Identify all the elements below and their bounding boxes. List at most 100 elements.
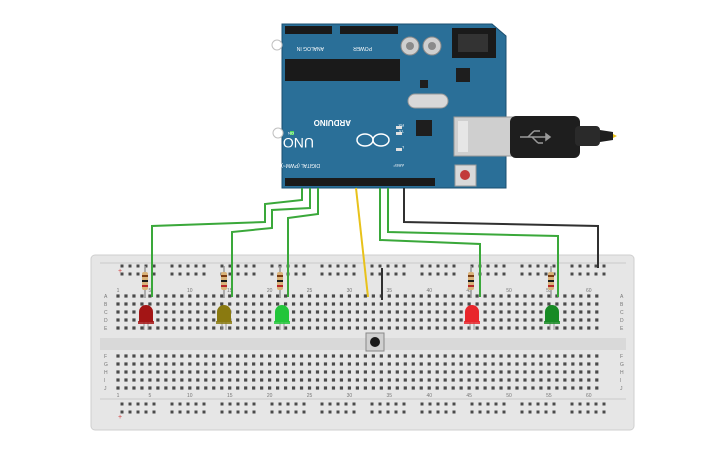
rail-hole[interactable]	[336, 264, 340, 268]
rail-hole[interactable]	[502, 410, 506, 414]
rail-hole[interactable]	[244, 402, 248, 406]
breadboard-hole[interactable]	[268, 386, 272, 390]
breadboard-hole[interactable]	[323, 326, 328, 330]
rail-hole[interactable]	[386, 264, 390, 268]
rail-hole[interactable]	[136, 402, 140, 406]
breadboard-hole[interactable]	[579, 302, 583, 306]
rail-hole[interactable]	[236, 402, 240, 406]
breadboard-hole[interactable]	[419, 318, 423, 322]
breadboard-hole[interactable]	[276, 354, 280, 358]
breadboard-hole[interactable]	[483, 318, 487, 322]
breadboard-hole[interactable]	[260, 386, 264, 390]
rail-hole[interactable]	[286, 402, 290, 406]
breadboard-hole[interactable]	[244, 370, 248, 374]
breadboard-hole[interactable]	[164, 326, 168, 330]
breadboard-hole[interactable]	[491, 310, 495, 314]
breadboard-hole[interactable]	[355, 310, 359, 314]
breadboard-hole[interactable]	[204, 370, 208, 374]
breadboard-hole[interactable]	[579, 378, 583, 382]
breadboard-hole[interactable]	[363, 370, 367, 374]
rail-hole[interactable]	[594, 272, 598, 276]
breadboard-hole[interactable]	[307, 318, 312, 322]
rail-hole[interactable]	[178, 402, 182, 406]
breadboard-hole[interactable]	[148, 386, 152, 390]
breadboard-hole[interactable]	[196, 318, 200, 322]
rail-hole[interactable]	[536, 402, 540, 406]
rail-hole[interactable]	[552, 264, 556, 268]
breadboard-hole[interactable]	[252, 326, 256, 330]
rail-hole[interactable]	[344, 272, 348, 276]
breadboard-hole[interactable]	[291, 370, 296, 374]
breadboard-hole[interactable]	[371, 378, 375, 382]
rail-hole[interactable]	[594, 410, 598, 414]
breadboard-hole[interactable]	[475, 370, 479, 374]
breadboard-hole[interactable]	[451, 354, 455, 358]
rail-hole[interactable]	[244, 272, 248, 276]
breadboard-hole[interactable]	[244, 378, 248, 382]
rail-hole[interactable]	[386, 272, 390, 276]
breadboard-hole[interactable]	[196, 378, 200, 382]
breadboard-hole[interactable]	[451, 370, 455, 374]
breadboard-hole[interactable]	[571, 370, 575, 374]
breadboard-hole[interactable]	[595, 318, 599, 322]
breadboard-hole[interactable]	[419, 370, 423, 374]
breadboard-hole[interactable]	[260, 354, 264, 358]
breadboard-hole[interactable]	[252, 294, 256, 298]
breadboard-hole[interactable]	[252, 378, 256, 382]
rail-hole[interactable]	[178, 272, 182, 276]
rail-hole[interactable]	[186, 410, 190, 414]
rail-hole[interactable]	[502, 272, 506, 276]
breadboard-hole[interactable]	[403, 294, 407, 298]
breadboard-hole[interactable]	[268, 378, 272, 382]
rail-hole[interactable]	[452, 410, 456, 414]
breadboard-hole[interactable]	[499, 370, 503, 374]
rail-hole[interactable]	[578, 264, 582, 268]
breadboard-hole[interactable]	[212, 378, 216, 382]
rail-hole[interactable]	[120, 264, 124, 268]
breadboard-hole[interactable]	[515, 354, 519, 358]
breadboard-hole[interactable]	[579, 362, 583, 366]
rail-hole[interactable]	[428, 410, 432, 414]
breadboard-hole[interactable]	[587, 362, 591, 366]
breadboard-hole[interactable]	[371, 318, 375, 322]
breadboard-hole[interactable]	[347, 318, 352, 322]
rail-hole[interactable]	[370, 272, 374, 276]
breadboard-hole[interactable]	[172, 354, 176, 358]
breadboard-hole[interactable]	[355, 378, 359, 382]
breadboard-hole[interactable]	[387, 294, 391, 298]
breadboard-hole[interactable]	[339, 378, 344, 382]
breadboard-hole[interactable]	[307, 310, 312, 314]
breadboard-hole[interactable]	[132, 326, 136, 330]
rail-hole[interactable]	[170, 402, 174, 406]
rail-hole[interactable]	[344, 402, 348, 406]
led-yellow[interactable]	[216, 305, 232, 330]
breadboard-hole[interactable]	[531, 362, 535, 366]
breadboard-hole[interactable]	[244, 354, 248, 358]
breadboard-hole[interactable]	[299, 294, 304, 298]
breadboard-hole[interactable]	[387, 302, 391, 306]
breadboard-hole[interactable]	[315, 310, 320, 314]
rail-hole[interactable]	[228, 272, 232, 276]
breadboard-hole[interactable]	[307, 354, 312, 358]
rail-hole[interactable]	[420, 272, 424, 276]
rail-hole[interactable]	[202, 410, 206, 414]
breadboard-hole[interactable]	[507, 302, 511, 306]
breadboard-hole[interactable]	[339, 310, 344, 314]
rail-hole[interactable]	[302, 272, 306, 276]
breadboard-hole[interactable]	[507, 378, 511, 382]
rail-hole[interactable]	[428, 272, 432, 276]
breadboard-hole[interactable]	[132, 378, 136, 382]
breadboard-hole[interactable]	[148, 294, 152, 298]
breadboard-hole[interactable]	[539, 354, 543, 358]
breadboard-hole[interactable]	[483, 326, 487, 330]
breadboard-hole[interactable]	[116, 310, 120, 314]
breadboard-hole[interactable]	[204, 354, 208, 358]
breadboard-hole[interactable]	[587, 386, 591, 390]
rail-hole[interactable]	[152, 402, 156, 406]
rail-hole[interactable]	[520, 272, 524, 276]
rail-hole[interactable]	[536, 264, 540, 268]
breadboard-hole[interactable]	[563, 318, 567, 322]
wires[interactable]	[151, 187, 599, 300]
breadboard-hole[interactable]	[220, 386, 224, 390]
breadboard-hole[interactable]	[555, 326, 559, 330]
